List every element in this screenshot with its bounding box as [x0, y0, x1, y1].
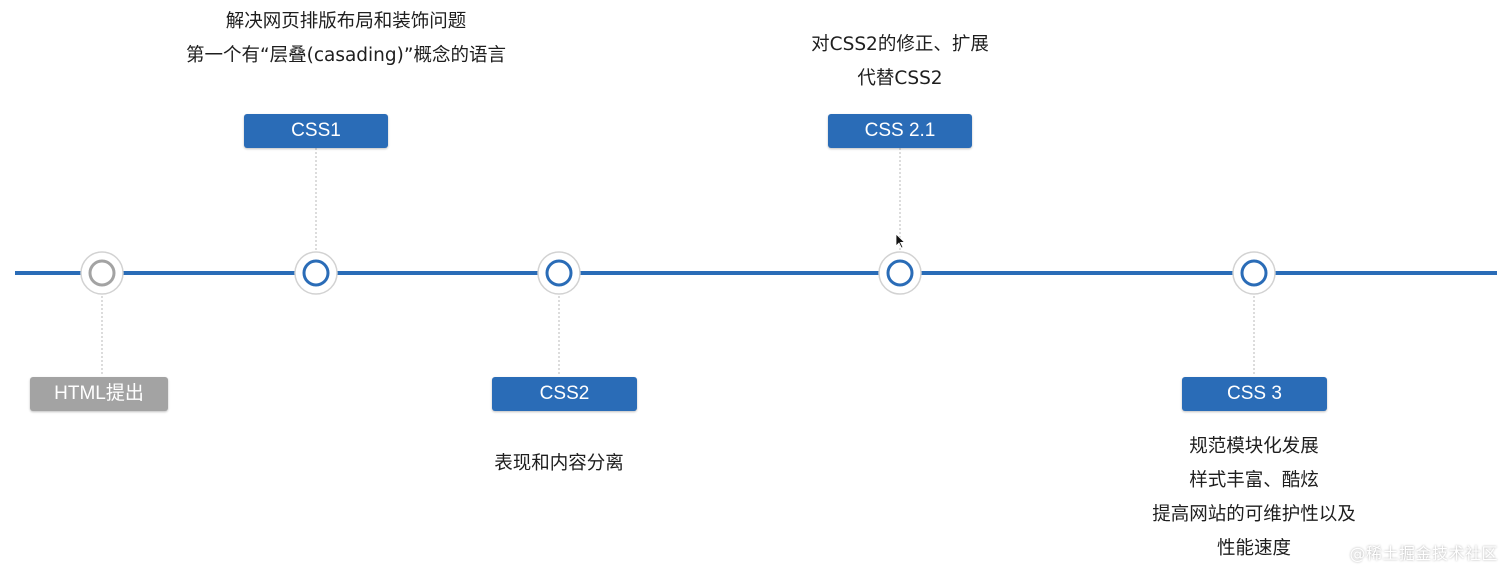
- mouse-cursor-icon: [895, 233, 906, 249]
- css21-notes: 对CSS2的修正、扩展 代替CSS2: [760, 28, 1040, 96]
- node-css3: [1232, 251, 1276, 295]
- css2-note-1: 表现和内容分离: [494, 453, 624, 474]
- css1-note-1: 解决网页排版布局和装饰问题: [225, 11, 467, 32]
- css3-note-4: 性能速度: [1216, 538, 1291, 559]
- css21-note-2: 代替CSS2: [857, 68, 943, 89]
- css2-label-box: CSS2: [492, 377, 637, 411]
- html-label-box: HTML提出: [30, 377, 168, 411]
- css1-label-box: CSS1: [244, 114, 388, 148]
- node-css1: [294, 251, 338, 295]
- css3-note-1: 规范模块化发展: [1189, 436, 1319, 457]
- css21-label-box: CSS 2.1: [828, 114, 972, 148]
- css1-notes: 解决网页排版布局和装饰问题 第一个有“层叠(casading)”概念的语言: [146, 5, 546, 73]
- css3-label-box: CSS 3: [1182, 377, 1327, 411]
- node-css2: [537, 251, 581, 295]
- node-css21: [878, 251, 922, 295]
- node-html: [80, 251, 124, 295]
- css3-note-2: 样式丰富、酷炫: [1189, 470, 1319, 491]
- watermark-text: @稀土掘金技术社区: [1349, 544, 1498, 563]
- css2-notes: 表现和内容分离: [439, 447, 679, 481]
- css3-note-3: 提高网站的可维护性以及: [1152, 504, 1356, 525]
- css1-note-2: 第一个有“层叠(casading)”概念的语言: [186, 45, 506, 66]
- css21-note-1: 对CSS2的修正、扩展: [811, 34, 989, 55]
- css3-notes: 规范模块化发展 样式丰富、酷炫 提高网站的可维护性以及 性能速度: [1124, 430, 1384, 566]
